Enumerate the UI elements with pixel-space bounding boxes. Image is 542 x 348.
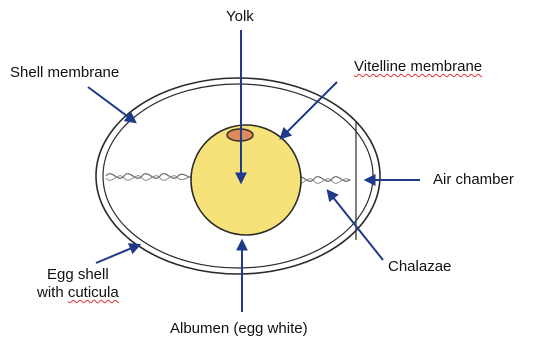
label-egg-shell-line1: Egg shell [37, 266, 119, 284]
label-chalazae: Chalazae [388, 258, 451, 276]
label-vitelline-membrane: Vitelline membrane [354, 58, 482, 76]
arrow-shell-membrane [88, 87, 135, 122]
yolk-sphere [191, 125, 301, 235]
label-egg-shell: Egg shell with cuticula [37, 266, 119, 302]
label-egg-shell-line2-prefix: with [37, 284, 68, 301]
label-shell-membrane: Shell membrane [10, 64, 119, 82]
label-air-chamber: Air chamber [433, 171, 514, 189]
label-egg-shell-line2-word: cuticula [68, 284, 119, 301]
label-yolk: Yolk [226, 8, 254, 26]
label-albumen: Albumen (egg white) [170, 320, 308, 338]
label-egg-shell-line2: with cuticula [37, 284, 119, 302]
arrow-egg-shell [96, 245, 139, 263]
